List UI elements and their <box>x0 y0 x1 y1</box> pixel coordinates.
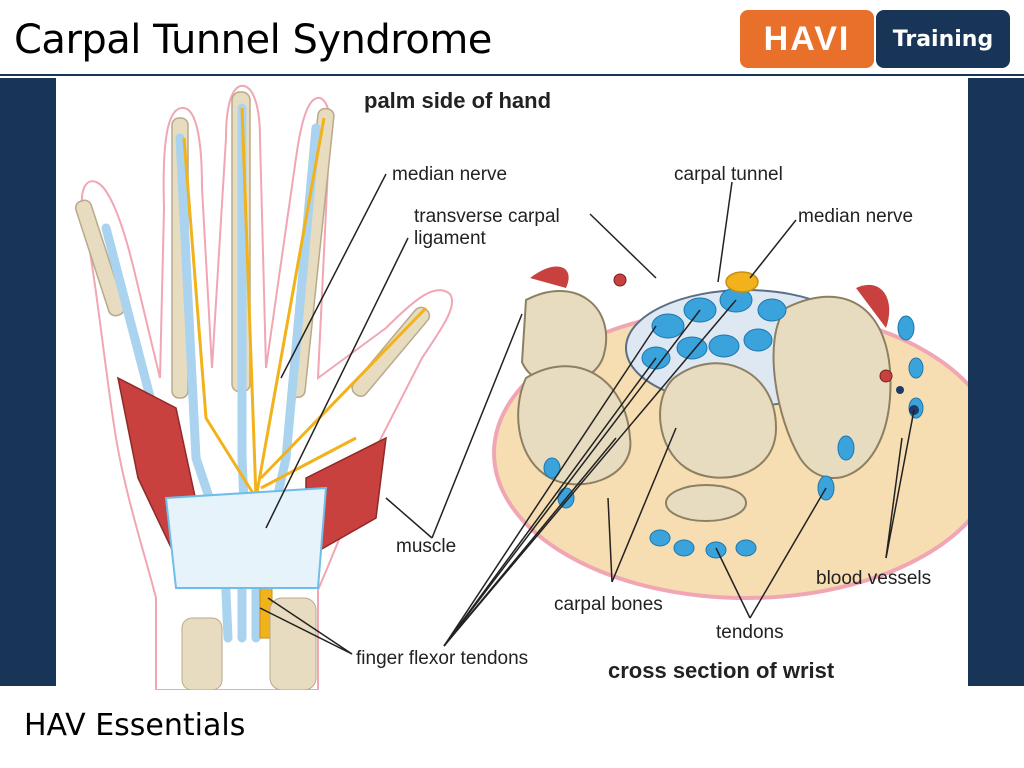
label-carpal-tunnel: carpal tunnel <box>674 164 783 185</box>
carpal-bone-3 <box>659 362 778 479</box>
hand-illustration <box>74 84 453 690</box>
label-carpal-bones: carpal bones <box>554 594 663 615</box>
title-divider <box>0 74 1024 76</box>
carpal-tunnel-diagram: palm side of hand median nerve transvers… <box>56 78 968 690</box>
slide-title: Carpal Tunnel Syndrome <box>14 17 492 63</box>
leader-lines <box>259 173 915 655</box>
diagram-svg: palm side of hand median nerve transvers… <box>74 84 968 690</box>
label-tendons: tendons <box>716 622 784 643</box>
hand-view-title: palm side of hand <box>364 88 551 113</box>
carpal-bone-5 <box>665 484 747 522</box>
havi-training-logo: HAVI Training <box>740 10 1010 68</box>
training-badge: Training <box>876 10 1010 68</box>
label-median-nerve-wrist: median nerve <box>798 206 913 227</box>
label-median-nerve-hand: median nerve <box>392 164 507 185</box>
wrist-cross-section <box>492 266 968 600</box>
left-navy-band <box>0 78 56 686</box>
havi-logo-mark: HAVI <box>740 10 874 68</box>
label-transverse-carpal: transverse carpal <box>414 206 560 227</box>
median-nerve-branches <box>182 107 428 639</box>
right-navy-band <box>968 78 1024 686</box>
label-finger-flexor-tendons: finger flexor tendons <box>356 648 528 669</box>
radius-bone <box>269 597 317 690</box>
ulna-bone <box>181 617 223 690</box>
label-muscle: muscle <box>396 536 456 557</box>
label-blood-vessels: blood vessels <box>816 568 931 589</box>
wrist-view-title: cross section of wrist <box>608 658 835 683</box>
label-ligament: ligament <box>414 228 487 249</box>
wrist-muscle-right <box>856 284 890 328</box>
wrist-muscle-left <box>530 266 569 288</box>
transverse-carpal-ligament <box>164 486 328 589</box>
footer-text: HAV Essentials <box>24 708 246 743</box>
carpal-bone-4 <box>772 295 892 479</box>
